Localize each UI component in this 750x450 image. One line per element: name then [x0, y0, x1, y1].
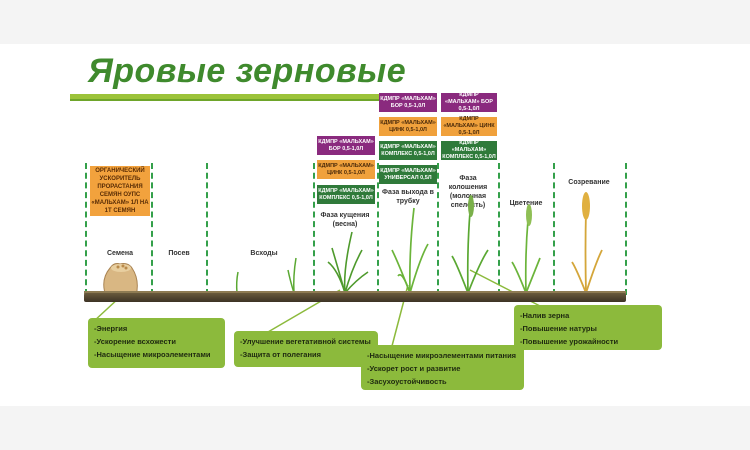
stage-divider — [553, 163, 555, 295]
tag-koloshenie-kompleks: КДМПР «МАЛЬХАМ» КОМПЛЕКС 0,5-1,0Л — [441, 140, 497, 160]
stage-label-koloshenie: Фаза колошения (молочная спелость) — [448, 175, 488, 209]
tag-trubka-bor: КДМПР «МАЛЬХАМ» БОР 0,5-1,0Л — [379, 93, 437, 112]
wheat-ear-icon — [526, 204, 532, 226]
flowering-plant-icon — [511, 219, 541, 294]
seed-bag-icon — [103, 263, 138, 297]
stem-plant-icon — [391, 207, 429, 294]
benefits-box-tillering: -Улучшение вегетативной системы -Защита … — [234, 331, 378, 367]
stage-label-vskhody: Всходы — [250, 250, 278, 257]
benefits-box-seeds: -Энергия -Ускорение всхожести -Насыщение… — [88, 318, 225, 368]
tag-koloshenie-zink: КДМПР «МАЛЬХАМ» ЦИНК 0,5-1,0Л — [441, 116, 497, 136]
stage-divider — [151, 163, 153, 295]
benefit-item: -Ускорет рост и развитие — [367, 364, 461, 373]
sprout-icon — [235, 257, 297, 294]
benefit-item: -Насыщение микроэлементами — [94, 350, 211, 359]
stage-label-semena: Семена — [106, 250, 134, 257]
benefits-box-heading: -Налив зерна -Повышение натуры -Повышени… — [514, 305, 662, 350]
wheat-ear-icon — [468, 195, 474, 217]
tag-kushenie-zink: КДМПР «МАЛЬХАМ» ЦИНК 0,5-1,0Л — [317, 160, 375, 179]
soil-line — [84, 293, 626, 302]
stage-divider — [206, 163, 208, 295]
title-underline — [70, 94, 420, 100]
stage-divider — [85, 163, 87, 295]
benefit-item: -Повышение урожайности — [520, 337, 619, 346]
benefit-item: -Налив зерна — [520, 311, 570, 320]
heading-plant-icon — [451, 211, 489, 294]
benefit-item: -Повышение натуры — [520, 324, 597, 333]
benefits-box-tube: -Насыщение микроэлементами питания -Уско… — [361, 345, 524, 390]
stage-label-tsvetenie: Цветение — [509, 200, 543, 207]
tag-kushenie-bor: КДМПР «МАЛЬХАМ» БОР 0,5-1,0Л — [317, 136, 375, 155]
stage-divider — [377, 163, 379, 295]
stage-label-kushenie: Фаза кущения (весна) — [320, 212, 370, 228]
stage-label-sozrevanie: Созревание — [568, 179, 610, 186]
seed-treatment-tag: ОРГАНИЧЕСКИЙ УСКОРИТЕЛЬ ПРОРАСТАНИЯ СЕМЯ… — [90, 166, 150, 216]
title-underline-dark — [70, 99, 400, 101]
stage-label-trubka: Фаза выхода в трубку — [382, 189, 434, 205]
tillering-plant-icon — [327, 231, 369, 294]
benefit-item: -Засухоустойчивость — [367, 377, 447, 386]
benefit-item: -Насыщение микроэлементами питания — [367, 351, 517, 360]
benefit-item: -Энергия — [94, 324, 128, 333]
tag-kushenie-kompleks: КДМПР «МАЛЬХАМ» КОМПЛЕКС 0,5-1,0Л — [317, 185, 375, 204]
benefit-item: -Ускорение всхожести — [94, 337, 176, 346]
stage-divider — [437, 163, 439, 295]
tag-trubka-zink: КДМПР «МАЛЬХАМ» ЦИНК 0,5-1,0Л — [379, 117, 437, 136]
stage-divider — [625, 163, 627, 295]
benefit-item: -Защита от полегания — [240, 350, 321, 359]
tag-koloshenie-bor: КДМПР «МАЛЬХАМ» БОР 0,5-1,0Л — [441, 92, 497, 112]
benefit-item: -Улучшение вегетативной системы — [240, 337, 371, 346]
tag-trubka-kompleks: КДМПР «МАЛЬХАМ» КОМПЛЕКС 0,5-1,0Л — [379, 141, 437, 160]
stage-divider — [498, 163, 500, 295]
ripe-plant-icon — [571, 209, 603, 294]
wheat-ear-icon — [582, 192, 590, 220]
stage-divider — [313, 163, 315, 295]
page-title: Яровые зерновые — [88, 52, 407, 90]
tag-trubka-universal: КДМПР «МАЛЬХАМ» УНИВЕРСАЛ 0,5Л — [379, 165, 437, 184]
soil-surface — [84, 291, 626, 294]
stage-label-posev: Посев — [168, 250, 190, 257]
